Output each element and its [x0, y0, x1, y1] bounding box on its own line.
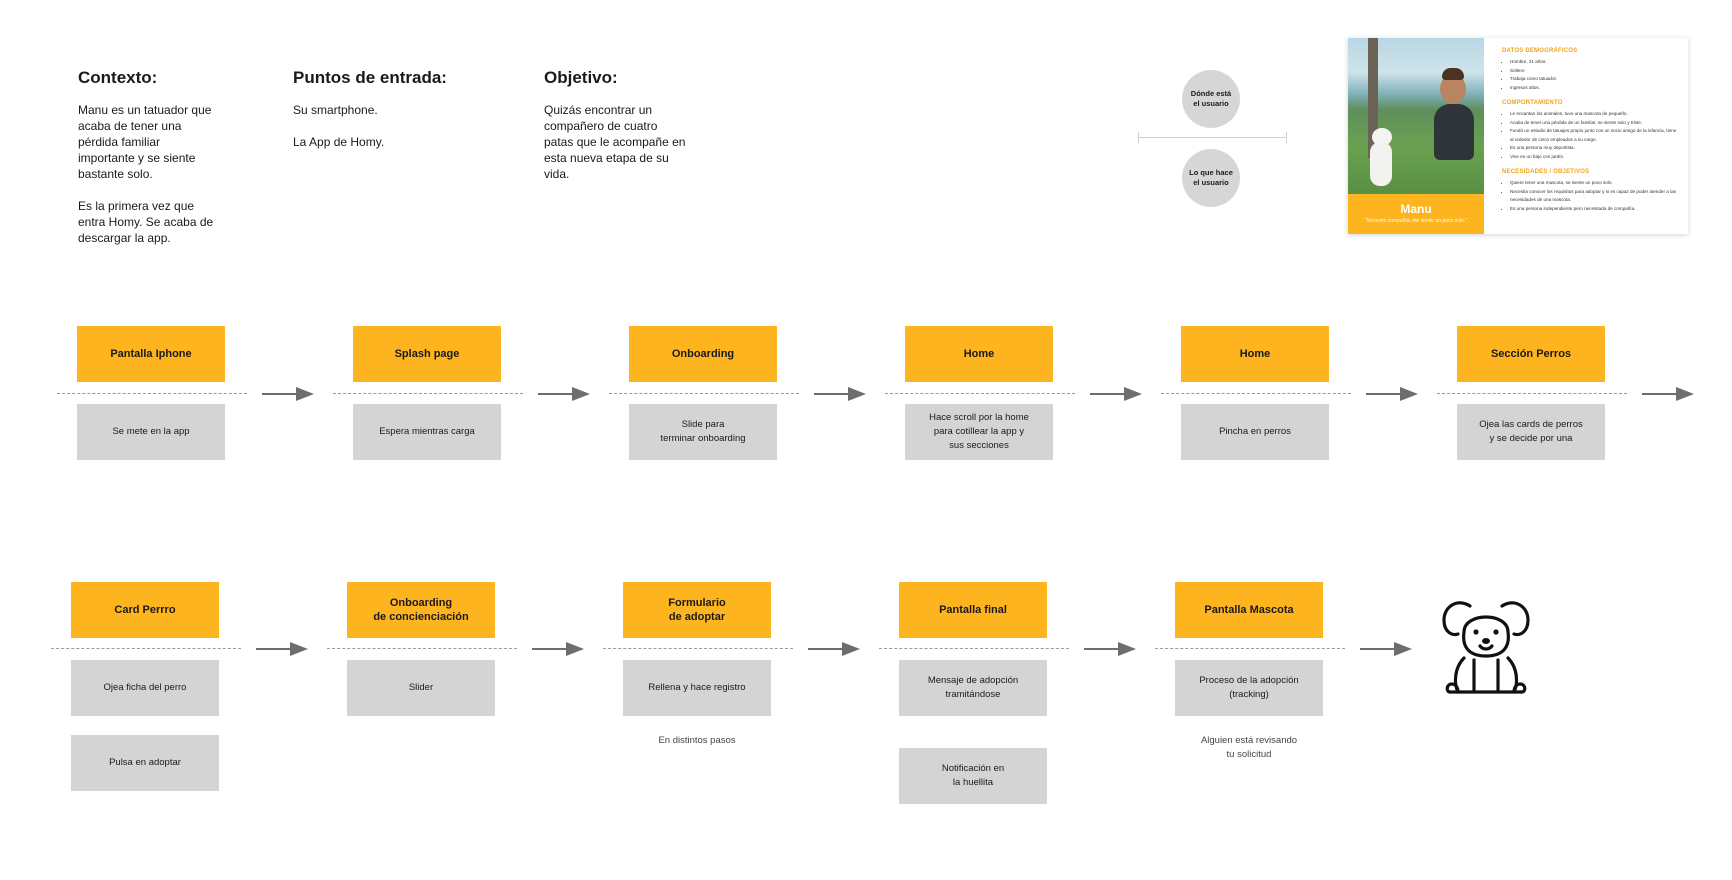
flow-dashed-line	[1437, 393, 1627, 394]
flow-arrow	[1360, 642, 1412, 656]
user-action-box: Espera mientras carga	[353, 404, 501, 460]
flow-arrow	[1366, 387, 1418, 401]
persona-section-list: Le encantan los animales, tuvo una masco…	[1502, 110, 1680, 161]
user-action-box: Rellena y hace registro	[623, 660, 771, 716]
flow-dashed-line	[609, 393, 799, 394]
user-action-box: Se mete en la app	[77, 404, 225, 460]
persona-photo	[1348, 38, 1484, 194]
screen-step-box: Home	[1181, 326, 1329, 382]
flow-arrow	[1642, 387, 1694, 401]
screen-step-box: Card Perrro	[71, 582, 219, 638]
persona-section-list: Hombre, 31 años.SolteroTrabaja como tatu…	[1502, 58, 1680, 92]
screen-step-box: Splash page	[353, 326, 501, 382]
user-action-box: Proceso de la adopción (tracking)	[1175, 660, 1323, 716]
persona-list-item: Vive en un bajo con jardín.	[1510, 153, 1680, 162]
flow-dashed-line	[57, 393, 247, 394]
legend-where-user-is: Dónde está el usuario	[1182, 70, 1240, 128]
screen-step-box: Sección Perros	[1457, 326, 1605, 382]
objective-text: Quizás encontrar un compañero de cuatro …	[544, 103, 686, 181]
user-action-box: Ojea las cards de perros y se decide por…	[1457, 404, 1605, 460]
flow-arrow	[532, 642, 584, 656]
legend-tick-left	[1138, 132, 1139, 143]
screen-step-box: Pantalla final	[899, 582, 1047, 638]
flow-arrow	[262, 387, 314, 401]
context-text: Manu es un tatuador que acaba de tener u…	[78, 103, 214, 245]
user-action-box: Mensaje de adopción tramitándose	[899, 660, 1047, 716]
persona-list-item: Acaba de tener una pérdida de un familia…	[1510, 119, 1680, 128]
flow-arrow	[814, 387, 866, 401]
screen-step-box: Onboarding de concienciación	[347, 582, 495, 638]
user-action-box-secondary: Notificación en la huellita	[899, 748, 1047, 804]
flow-arrow	[538, 387, 590, 401]
entry-points-block: Puntos de entrada: Su smartphone. La App…	[293, 68, 483, 150]
persona-list-item: Trabaja como tatuador.	[1510, 75, 1680, 84]
persona-list-item: Ingresos altos.	[1510, 84, 1680, 93]
flow-arrow	[1084, 642, 1136, 656]
persona-list-item: Necesita conocer los requisitos para ado…	[1510, 188, 1680, 205]
entry-points-title: Puntos de entrada:	[293, 68, 447, 87]
context-block: Contexto: Manu es un tatuador que acaba …	[78, 68, 248, 246]
dog-icon	[1442, 601, 1530, 694]
persona-list-item: Es una persona independiente pero necesi…	[1510, 205, 1680, 214]
user-action-box: Slide para terminar onboarding	[629, 404, 777, 460]
persona-left: Manu "Necesito compañía, me siento un po…	[1348, 38, 1484, 234]
persona-name-band: Manu "Necesito compañía, me siento un po…	[1348, 194, 1484, 234]
flow-arrow	[808, 642, 860, 656]
persona-list-item: Soltero	[1510, 67, 1680, 76]
screen-step-box: Pantalla Mascota	[1175, 582, 1323, 638]
legend-what-user-does: Lo que hace el usuario	[1182, 149, 1240, 207]
flow-arrow	[256, 642, 308, 656]
flow-dashed-line	[51, 648, 241, 649]
persona-list-item: Le encantan los animales, tuvo una masco…	[1510, 110, 1680, 119]
user-action-box: Slider	[347, 660, 495, 716]
flow-dashed-line	[333, 393, 523, 394]
entry-points-text: Su smartphone. La App de Homy.	[293, 103, 385, 149]
screen-step-box: Formulario de adoptar	[623, 582, 771, 638]
screen-step-box: Onboarding	[629, 326, 777, 382]
persona-list-item: Hombre, 31 años.	[1510, 58, 1680, 67]
screen-step-box: Home	[905, 326, 1053, 382]
legend-tick-right	[1286, 132, 1287, 143]
flow-dashed-line	[885, 393, 1075, 394]
user-action-box: Pincha en perros	[1181, 404, 1329, 460]
objective-block: Objetivo: Quizás encontrar un compañero …	[544, 68, 724, 182]
persona-name: Manu	[1400, 202, 1432, 216]
persona-section-title: NECESIDADES / OBJETIVOS	[1502, 169, 1590, 175]
user-action-box: Ojea ficha del perro	[71, 660, 219, 716]
context-title: Contexto:	[78, 68, 158, 87]
legend-divider	[1138, 137, 1286, 138]
flow-dashed-line	[1161, 393, 1351, 394]
flow-dashed-line	[603, 648, 793, 649]
step-note: En distintos pasos	[658, 735, 736, 746]
user-action-box-secondary: Pulsa en adoptar	[71, 735, 219, 791]
flow-dashed-line	[327, 648, 517, 649]
persona-list-item: Es una persona muy deportista.	[1510, 144, 1680, 153]
persona-section-title: DATOS DEMOGRÁFICOS	[1502, 48, 1578, 54]
persona-quote: "Necesito compañía, me siento un poco so…	[1365, 218, 1467, 224]
persona-list-item: Quiere tener una mascota, se siente un p…	[1510, 179, 1680, 188]
screen-step-box: Pantalla Iphone	[77, 326, 225, 382]
persona-list-item: Fundó un estudio de tatuajes propio junt…	[1510, 127, 1680, 144]
persona-card: Manu "Necesito compañía, me siento un po…	[1348, 38, 1688, 234]
flow-arrow	[1090, 387, 1142, 401]
objective-title: Objetivo:	[544, 68, 618, 87]
flow-dashed-line	[879, 648, 1069, 649]
step-note: Alguien está revisando tu solicitud	[1200, 735, 1298, 760]
persona-section-list: Quiere tener una mascota, se siente un p…	[1502, 179, 1680, 213]
user-action-box: Hace scroll por la home para cotillear l…	[905, 404, 1053, 460]
flow-dashed-line	[1155, 648, 1345, 649]
persona-details: DATOS DEMOGRÁFICOS Hombre, 31 años.Solter…	[1484, 38, 1688, 234]
persona-section-title: COMPORTAMIENTO	[1502, 100, 1563, 106]
